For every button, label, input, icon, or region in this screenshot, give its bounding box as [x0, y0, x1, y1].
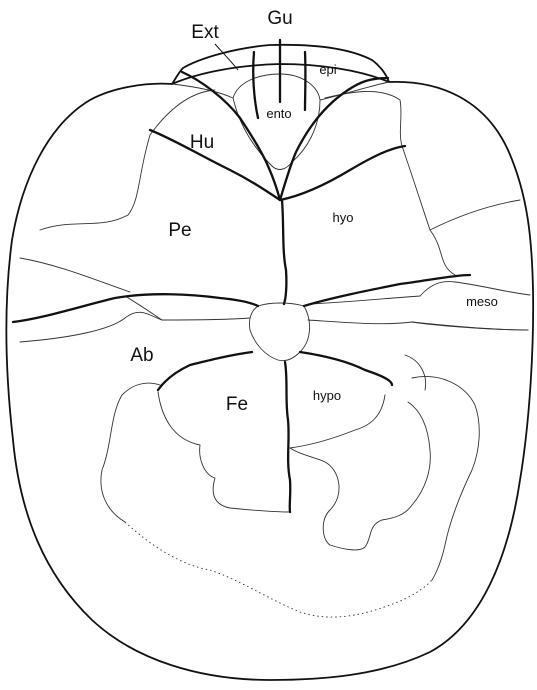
label-ab: Ab: [130, 345, 153, 366]
hypo-xiphi-suture-left: [101, 383, 160, 522]
hyo-bridge-suture-right: [402, 146, 520, 230]
hypo-inner-right: [405, 355, 426, 390]
label-hyo: hyo: [333, 210, 354, 225]
entoplastron-suture: [233, 74, 320, 169]
hyo-hypo-suture-left: [20, 312, 250, 342]
label-fe: Fe: [226, 394, 248, 415]
label-hu: Hu: [190, 132, 214, 153]
intergular-sulcus-left: [253, 52, 258, 118]
femoral-suture-left: [158, 392, 290, 512]
label-pe: Pe: [168, 220, 191, 241]
humeral-pectoral-sulcus-right: [280, 146, 405, 200]
hyo-bridge-suture-left-lower: [20, 258, 130, 292]
posterior-margin-dotted: [125, 522, 432, 617]
hyo-hypo-suture-left-upper: [125, 296, 162, 320]
label-ext: Ext: [191, 22, 219, 43]
hypo-xiphi-suture-right: [290, 395, 430, 550]
label-gu: Gu: [267, 8, 292, 29]
midline-sulcus-pectoral: [282, 200, 286, 304]
epi-hyo-suture-left: [150, 90, 215, 135]
ext-leader-line: [215, 44, 238, 70]
abdominal-femoral-sulcus-left: [158, 352, 252, 390]
hyo-bridge-suture-right-lower: [430, 230, 455, 275]
label-ento: ento: [266, 106, 291, 121]
midline-sulcus-femoral: [285, 362, 290, 512]
label-epi: epi: [319, 62, 336, 77]
hyo-bridge-suture-left: [40, 135, 150, 230]
label-meso: meso: [466, 294, 498, 309]
pectoral-abdominal-sulcus-right: [304, 275, 470, 306]
pectoral-abdominal-sulcus-left: [13, 294, 258, 322]
xiphi-lobe-right-outer: [412, 377, 479, 580]
hyo-hypo-suture-right: [308, 320, 528, 330]
shell-outline: [6, 45, 533, 680]
humeral-pectoral-sulcus-left: [150, 130, 280, 200]
abdominal-femoral-sulcus-right: [300, 352, 392, 385]
label-hypo: hypo: [313, 388, 341, 403]
epiplastron-suture-left: [172, 84, 233, 98]
